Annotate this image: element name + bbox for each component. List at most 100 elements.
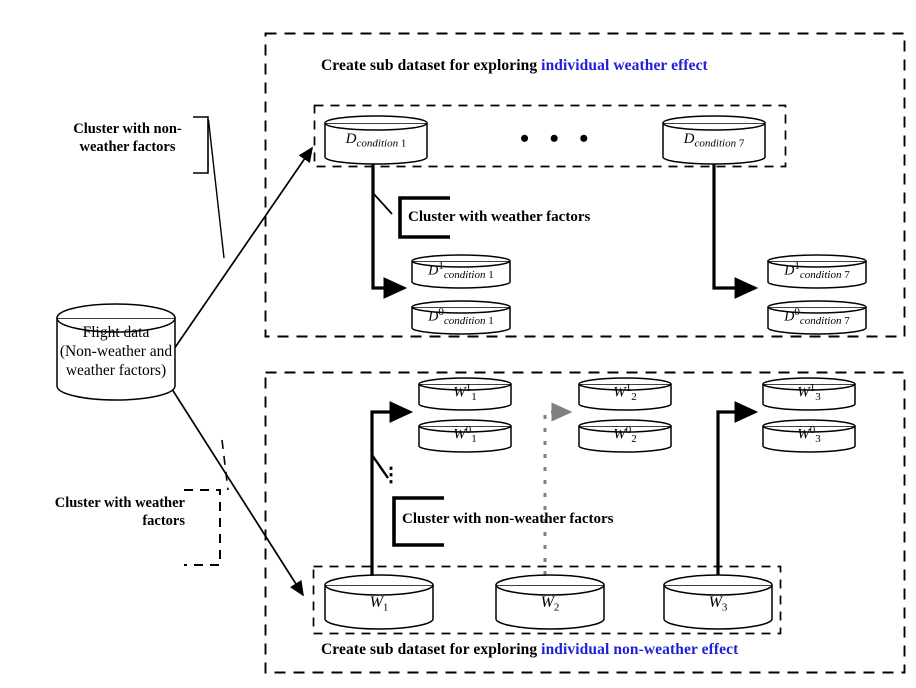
label-w3: W3 xyxy=(664,578,772,629)
flight-data-line3: weather factors) xyxy=(65,361,167,379)
side-label-bottom-line2: factors xyxy=(142,513,185,530)
label-condition-1-split-1: D1condition 1 xyxy=(412,253,510,288)
top-panel-border xyxy=(264,32,906,338)
lbl-w3-index: 3 xyxy=(721,601,728,614)
side-label-top: Cluster with non- weather factors xyxy=(60,120,195,156)
top-side-bracket xyxy=(193,116,209,174)
label-condition-1: Dcondition 1 xyxy=(325,116,427,164)
cylinder-condition-7 xyxy=(662,115,766,165)
flight-data-line1: Flight data xyxy=(82,324,150,342)
lbl-d10-index: 1 xyxy=(488,315,494,327)
lbl-d10-sub: condition xyxy=(443,315,486,327)
lbl-d10-sup: 0 xyxy=(438,305,444,318)
vertical-ellipsis: ⋮ xyxy=(381,464,401,486)
bottom-panel-title: Create sub dataset for exploring individ… xyxy=(321,641,738,659)
top-panel-title-highlight: individual weather effect xyxy=(541,57,708,74)
horizontal-ellipsis: • • • xyxy=(520,124,596,153)
arrow-to-top-panel xyxy=(162,146,313,366)
cylinder-w3-split-0 xyxy=(762,419,856,453)
lbl-d70-sub: condition xyxy=(799,315,842,327)
callout-bottom-label: Cluster with non-weather factors xyxy=(402,511,614,527)
label-condition-1-index: 1 xyxy=(400,137,407,150)
lbl-w2-index: 2 xyxy=(553,601,560,614)
label-w2-split-0: W02 xyxy=(579,418,671,452)
lbl-w31-index: 3 xyxy=(815,391,821,404)
bottom-panel-border xyxy=(264,371,906,674)
lbl-d11-base: D xyxy=(428,263,439,279)
side-label-top-line2: weather factors xyxy=(79,139,176,156)
lbl-w10-index: 1 xyxy=(471,433,477,446)
lbl-w20-sup: 0 xyxy=(625,424,632,437)
connector-w1-split xyxy=(370,401,414,575)
label-condition-7-split-1: D1condition 7 xyxy=(768,253,866,288)
callout-bottom-bracket xyxy=(392,496,444,547)
label-w3-split-1: W13 xyxy=(763,376,855,410)
cylinder-condition-1-split-1 xyxy=(411,254,511,289)
label-w2: W2 xyxy=(496,578,604,629)
lbl-w11-index: 1 xyxy=(471,391,477,404)
lbl-d71-index: 7 xyxy=(844,269,850,281)
lbl-d10-base: D xyxy=(428,309,439,325)
callout-top-leader xyxy=(372,192,393,215)
label-condition-7-base: D xyxy=(683,130,695,147)
flight-data-label: Flight data (Non-weather and weather fac… xyxy=(55,303,177,402)
cylinder-condition-7-split-1 xyxy=(767,254,867,289)
label-w2-split-1: W12 xyxy=(579,376,671,410)
label-w3-split-0: W03 xyxy=(763,418,855,452)
flight-data-line2: (Non-weather and xyxy=(59,343,173,361)
cylinder-w3 xyxy=(663,574,773,630)
lbl-w1-index: 1 xyxy=(382,601,389,614)
lbl-w21-sup: 1 xyxy=(625,382,632,395)
lbl-d70-index: 7 xyxy=(844,315,850,327)
lbl-w30-base: W xyxy=(797,426,810,443)
lbl-w11-base: W xyxy=(453,384,466,401)
cylinder-w1-split-0 xyxy=(418,419,512,453)
lbl-w30-index: 3 xyxy=(815,433,821,446)
bottom-side-bracket xyxy=(184,489,221,566)
cylinder-w1 xyxy=(324,574,434,630)
condition-group-box xyxy=(313,104,787,168)
lbl-w31-base: W xyxy=(797,384,810,401)
side-label-top-line1: Cluster with non- xyxy=(73,121,182,137)
connector-w2-split-dotted xyxy=(543,402,573,575)
label-condition-7: Dcondition 7 xyxy=(663,116,765,164)
label-w1: W1 xyxy=(325,578,433,629)
cylinder-condition-1-split-0 xyxy=(411,300,511,335)
top-panel-title-prefix: Create sub dataset for exploring xyxy=(321,57,542,74)
lbl-d11-sup: 1 xyxy=(438,259,444,272)
label-condition-7-index: 7 xyxy=(738,137,745,150)
lbl-w20-base: W xyxy=(613,426,626,443)
lbl-w10-sup: 0 xyxy=(465,424,472,437)
cylinder-condition-7-split-0 xyxy=(767,300,867,335)
label-condition-7-sub: condition xyxy=(694,137,737,150)
label-w1-split-1: W11 xyxy=(419,376,511,410)
cylinder-shapes xyxy=(56,115,867,630)
lbl-w30-sup: 0 xyxy=(809,424,816,437)
lbl-d71-base: D xyxy=(784,263,795,279)
label-condition-1-sub: condition xyxy=(356,137,399,150)
lbl-w10-base: W xyxy=(453,426,466,443)
callout-top-bracket xyxy=(398,196,450,239)
cylinder-w1-split-1 xyxy=(418,377,512,411)
lbl-d11-sub: condition xyxy=(443,269,486,281)
lbl-w31-sup: 1 xyxy=(809,382,816,395)
cylinder-w2 xyxy=(495,574,605,630)
cylinder-w2-split-0 xyxy=(578,419,672,453)
label-condition-7-split-0: D0condition 7 xyxy=(768,299,866,334)
cylinder-w2-split-1 xyxy=(578,377,672,411)
label-w1-split-0: W01 xyxy=(419,418,511,452)
lbl-w21-index: 2 xyxy=(631,391,637,404)
lbl-w2-base: W xyxy=(540,593,554,611)
label-condition-1-base: D xyxy=(345,130,357,147)
lbl-d70-sup: 0 xyxy=(794,305,800,318)
label-condition-1-split-0: D0condition 1 xyxy=(412,299,510,334)
lbl-w11-sup: 1 xyxy=(465,382,472,395)
cylinder-w3-split-1 xyxy=(762,377,856,411)
bottom-panel-title-prefix: Create sub dataset for exploring xyxy=(321,641,542,658)
lbl-d71-sup: 1 xyxy=(794,259,800,272)
connector-condition1-split xyxy=(371,156,408,299)
lbl-d11-index: 1 xyxy=(488,269,494,281)
lbl-w20-index: 2 xyxy=(631,433,637,446)
